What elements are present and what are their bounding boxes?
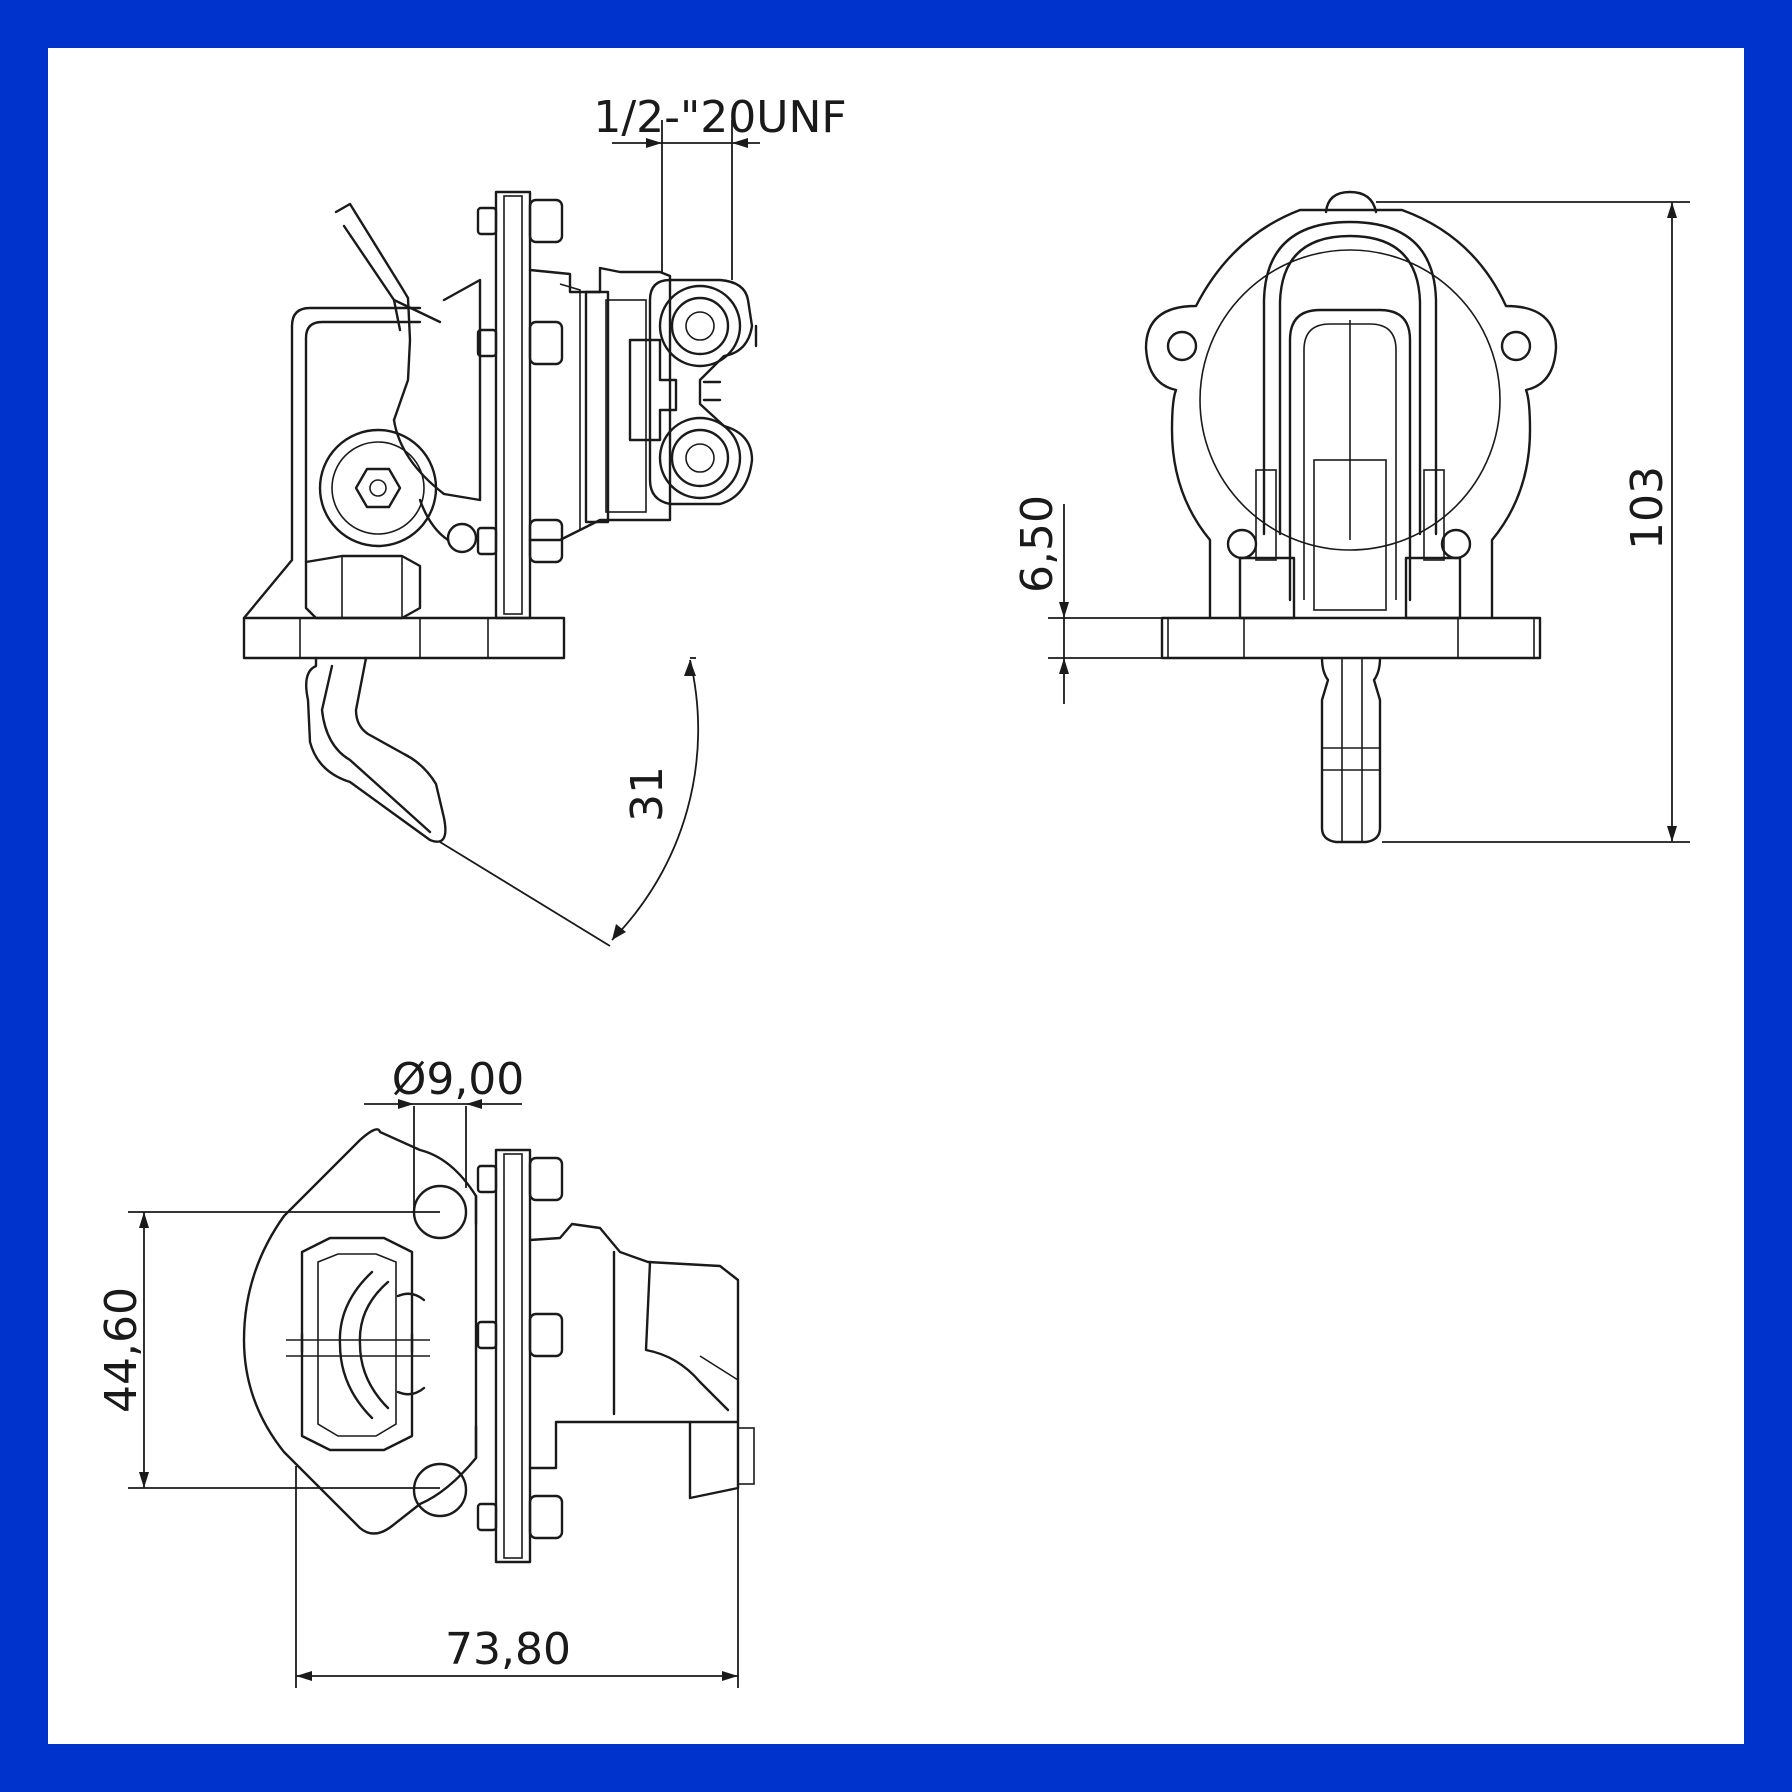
- front-view-dimensions: 103 6,50: [1012, 201, 1690, 843]
- front-view: [1144, 190, 1558, 844]
- angle-dimension-label: 31: [622, 766, 673, 822]
- thread-dimension-label: 1/2-"20UNF: [593, 92, 846, 143]
- offset-dimension-label: 6,50: [1012, 495, 1063, 593]
- side-view-dimensions: 1/2-"20UNF 31: [439, 92, 847, 947]
- top-view: [242, 1128, 755, 1564]
- drawing-sheet: [48, 48, 1744, 1744]
- side-view: [242, 190, 758, 843]
- hole-diameter-label: Ø9,00: [392, 1054, 525, 1105]
- height-dimension-label: 103: [1622, 466, 1673, 550]
- hole-spacing-label: 44,60: [96, 1287, 147, 1413]
- width-dimension-label: 73,80: [445, 1624, 571, 1675]
- top-view-dimensions: Ø9,00 44,60 73,80: [96, 1054, 739, 1688]
